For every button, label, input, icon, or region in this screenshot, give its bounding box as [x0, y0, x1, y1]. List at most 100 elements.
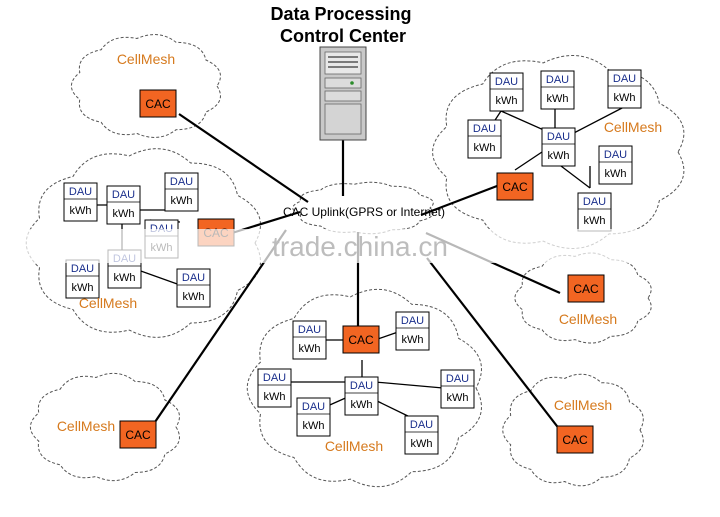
kwh-label: kWh — [299, 343, 321, 355]
cellmesh-label: CellMesh — [604, 119, 662, 135]
dau-label: DAU — [473, 123, 496, 135]
dau-label: DAU — [112, 189, 135, 201]
cac-box — [567, 274, 605, 303]
dau-label: DAU — [350, 380, 373, 392]
dau-label: DAU — [495, 76, 518, 88]
dau-box — [541, 127, 576, 167]
dau-node: DAU kWh — [65, 259, 100, 299]
dau-box — [598, 145, 633, 185]
dau-node: DAU kWh — [344, 376, 379, 416]
cac-label: CAC — [348, 333, 374, 347]
dau-node: DAU kWh — [395, 311, 430, 351]
kwh-label: kWh — [183, 291, 205, 303]
cac-node: CAC — [496, 172, 534, 201]
cloud-outline-icon — [29, 372, 180, 482]
mesh-link — [569, 106, 625, 136]
dau-node: DAU kWh — [607, 69, 642, 109]
dau-box — [106, 185, 141, 225]
dau-box — [440, 369, 475, 409]
cac-label: CAC — [573, 282, 599, 296]
dau-box — [296, 397, 331, 437]
mesh-link — [374, 399, 413, 419]
dau-label: DAU — [302, 401, 325, 413]
kwh-label: kWh — [113, 208, 135, 220]
dau-label: DAU — [604, 149, 627, 161]
kwh-label: kWh — [547, 93, 569, 105]
dau-node: DAU kWh — [404, 415, 439, 455]
cellmesh-label: CellMesh — [559, 311, 617, 327]
dau-box — [489, 72, 524, 112]
cac-label: CAC — [125, 428, 151, 442]
kwh-label: kWh — [351, 399, 373, 411]
cac-node: CAC — [342, 325, 380, 354]
cac-box — [496, 172, 534, 201]
cac-box — [342, 325, 380, 354]
dau-node: DAU kWh — [164, 172, 199, 212]
cac-box — [556, 425, 594, 454]
dau-box — [63, 182, 98, 222]
mesh-link — [374, 381, 444, 389]
dau-label: DAU — [446, 373, 469, 385]
kwh-label: kWh — [496, 95, 518, 107]
cellmesh-label: CellMesh — [325, 438, 383, 454]
cellmesh-label: CellMesh — [554, 397, 612, 413]
kwh-label: kWh — [584, 215, 606, 227]
dau-label: DAU — [263, 372, 286, 384]
dau-box — [404, 415, 439, 455]
dau-box — [540, 70, 575, 110]
dau-label: DAU — [547, 131, 570, 143]
dau-label: DAU — [410, 419, 433, 431]
dau-label: DAU — [69, 186, 92, 198]
dau-label: DAU — [401, 315, 424, 327]
dau-node: DAU kWh — [577, 192, 612, 232]
kwh-label: kWh — [614, 92, 636, 104]
cac-node: CAC — [567, 274, 605, 303]
dau-box — [164, 172, 199, 212]
cac-label: CAC — [145, 97, 171, 111]
dau-label: DAU — [71, 263, 94, 275]
watermark-text: trade.china.cn — [272, 231, 448, 262]
cellmesh-label-layer: CellMeshCellMeshCellMeshCellMeshCellMesh… — [57, 51, 662, 454]
dau-node: DAU kWh — [440, 369, 475, 409]
kwh-label: kWh — [411, 438, 433, 450]
dau-label: DAU — [613, 73, 636, 85]
dau-node: DAU kWh — [489, 72, 524, 112]
network-link — [426, 257, 561, 431]
kwh-label: kWh — [402, 334, 424, 346]
dau-box — [607, 69, 642, 109]
cac-box — [119, 420, 157, 449]
dau-label: DAU — [170, 176, 193, 188]
dau-box — [344, 376, 379, 416]
kwh-label: kWh — [447, 392, 469, 404]
kwh-label: kWh — [303, 420, 325, 432]
dau-label: DAU — [583, 196, 606, 208]
mesh-link — [556, 162, 591, 189]
watermark-band — [0, 229, 720, 263]
dau-label: DAU — [182, 272, 205, 284]
kwh-label: kWh — [548, 150, 570, 162]
mesh-link — [514, 151, 543, 171]
dau-box — [467, 119, 502, 159]
dau-node: DAU kWh — [176, 268, 211, 308]
kwh-label: kWh — [171, 195, 193, 207]
cellmesh-label: CellMesh — [57, 418, 115, 434]
kwh-label: kWh — [72, 282, 94, 294]
title-line-2: Control Center — [280, 26, 406, 46]
cac-node: CAC — [556, 425, 594, 454]
kwh-label: kWh — [70, 205, 92, 217]
kwh-label: kWh — [474, 142, 496, 154]
kwh-label: kWh — [114, 272, 136, 284]
network-link — [178, 113, 309, 203]
dau-box — [292, 320, 327, 360]
cac-box — [139, 89, 177, 118]
network-link — [420, 184, 498, 217]
dau-node: DAU kWh — [296, 397, 331, 437]
dau-box — [176, 268, 211, 308]
cellmesh-label: CellMesh — [79, 295, 137, 311]
dau-node: DAU kWh — [467, 119, 502, 159]
dau-box — [577, 192, 612, 232]
dau-box — [257, 368, 292, 408]
